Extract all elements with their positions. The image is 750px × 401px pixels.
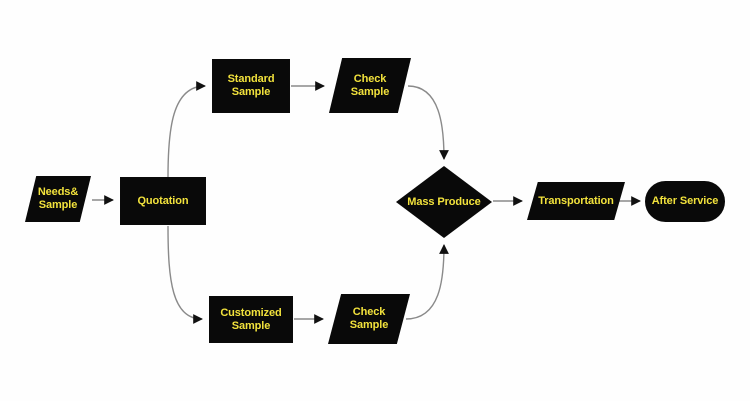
check-sample-bottom-shape [328, 294, 410, 344]
node-standard-sample[interactable]: Standard Sample [212, 59, 290, 113]
node-transportation[interactable]: Transportation [527, 182, 625, 220]
edge-check-top-to-mass [407, 85, 449, 160]
node-mass-produce[interactable]: Mass Produce [396, 166, 492, 238]
node-customized-sample[interactable]: Customized Sample [209, 296, 293, 343]
node-check-sample-top[interactable]: Check Sample [329, 58, 411, 113]
node-check-sample-bottom[interactable]: Check Sample [328, 294, 410, 344]
edge-check-bottom-to-mass [405, 244, 449, 320]
node-label-check-sample-bottom: Check Sample [349, 306, 389, 331]
needs-sample-shape [25, 176, 91, 222]
edge-quotation-to-customized [167, 225, 203, 324]
node-label-quotation: Quotation [137, 194, 189, 207]
check-sample-top-shape [329, 58, 411, 113]
node-label-customized-sample: Customized Sample [220, 306, 282, 332]
node-label-needs-sample: Needs& Sample [37, 186, 79, 211]
node-label-mass-produce: Mass Produce [407, 195, 481, 208]
node-label-after-service: After Service [651, 195, 719, 207]
node-needs-sample[interactable]: Needs& Sample [25, 176, 91, 222]
node-after-service[interactable]: After Service [645, 181, 725, 222]
node-label-transportation: Transportation [538, 194, 614, 207]
transportation-shape [527, 182, 625, 220]
node-label-check-sample-top: Check Sample [350, 72, 390, 98]
node-quotation[interactable]: Quotation [120, 177, 206, 225]
edge-quotation-to-standard [167, 81, 206, 178]
node-label-standard-sample: Standard Sample [227, 73, 275, 98]
